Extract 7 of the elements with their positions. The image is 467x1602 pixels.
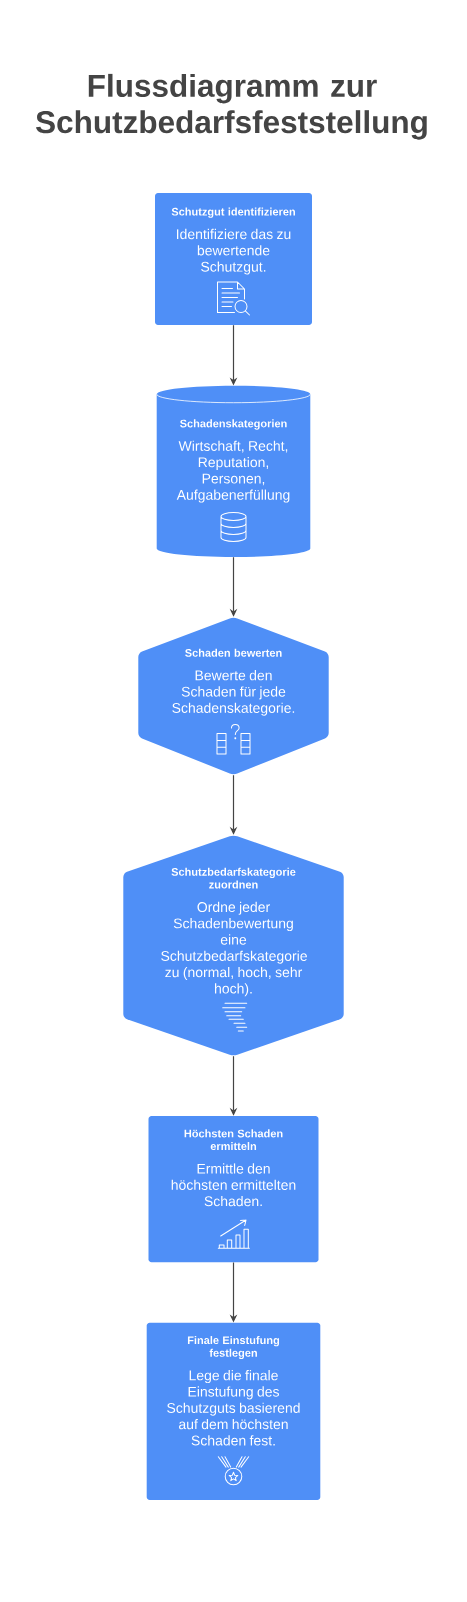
process-box: Finale Einstufung festlegen Lege die finale Einstufung des Schutzguts basierend auf dem höchsten Schaden fest. xyxy=(146,1322,321,1500)
title: Flussdiagramm zur Schutzbedarfsfeststellung xyxy=(36,73,427,140)
process-box: Höchsten Schaden ermitteln Ermittle den höchsten ermittelten Schaden. xyxy=(148,1116,319,1263)
process-hexagon: Schaden bewerten Bewerte den Schaden für jede Schadenskategorie. xyxy=(138,617,329,775)
process-hexagon: Schutzbedarfskategorie zuordnen Ordne jeder Schadenbewertung eine Schutzbedarfskategorie zu (normal, hoch, sehr hoch). xyxy=(123,835,344,1056)
database-cylinder: Schadenskategorien Wirtschaft, Recht, Reputation, Personen, Aufgabenerfüllung xyxy=(156,385,311,557)
process-box: Schutzgut identifizieren Identifiziere das zu bewertende Schutzgut. xyxy=(155,193,312,325)
